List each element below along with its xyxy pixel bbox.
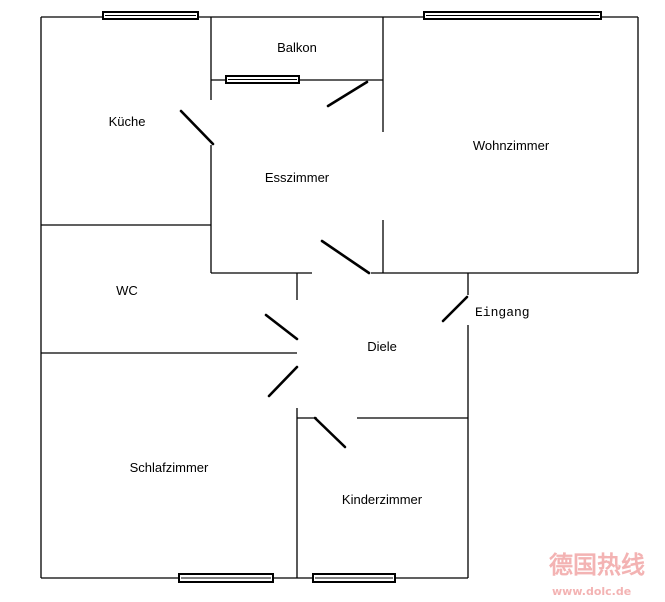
door-entrance — [441, 295, 469, 323]
window-kids — [312, 573, 396, 583]
label-diele: Diele — [367, 339, 397, 354]
door-wc — [264, 313, 299, 341]
room-labels: Balkon Küche Esszimmer Wohnzimmer WC Die… — [109, 40, 550, 507]
label-schlafzimmer: Schlafzimmer — [130, 460, 209, 475]
door-balcony — [326, 80, 369, 108]
windows — [102, 11, 602, 583]
window-kitchen — [102, 11, 199, 20]
door-kitchen — [179, 109, 215, 146]
watermark-url: www.dolc.de — [552, 585, 631, 598]
label-eingang: Eingang — [475, 305, 530, 320]
door-dining-hall — [320, 239, 371, 275]
label-balkon: Balkon — [277, 40, 317, 55]
label-wohnzimmer: Wohnzimmer — [473, 138, 550, 153]
watermark-chinese: 德国热线 — [549, 551, 645, 579]
door-kids — [313, 416, 347, 449]
window-living — [423, 11, 602, 20]
label-wc: WC — [116, 283, 138, 298]
doors — [179, 80, 469, 449]
watermark: 德国热线 www.dolc.de — [549, 551, 645, 598]
window-balcony — [225, 75, 300, 84]
window-bedroom — [178, 573, 274, 583]
door-bedroom — [267, 365, 299, 398]
label-kueche: Küche — [109, 114, 146, 129]
label-kinderzimmer: Kinderzimmer — [342, 492, 423, 507]
label-esszimmer: Esszimmer — [265, 170, 330, 185]
